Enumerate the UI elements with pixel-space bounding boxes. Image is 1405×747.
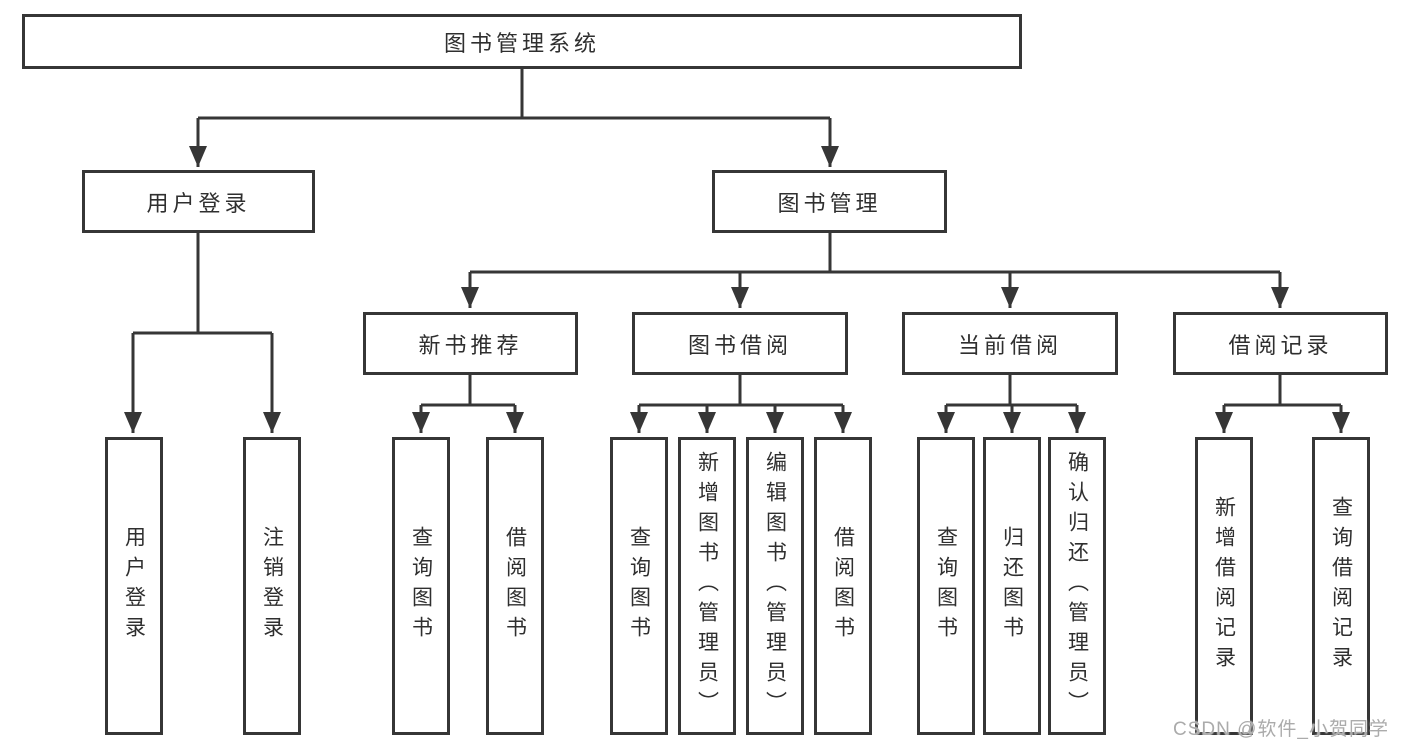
node-user-login-group: 用户登录 (82, 170, 315, 233)
node-current-borrowing-label: 当前借阅 (957, 332, 1062, 358)
node-leaf-query-books-2-label: 查询图书 (627, 526, 651, 646)
connector-arrows (124, 118, 1350, 433)
node-leaf-confirm-return-admin: 确认归还（管理员） (1048, 437, 1106, 735)
node-library-system-label: 图书管理系统 (443, 30, 600, 56)
node-borrowing-records: 借阅记录 (1173, 312, 1388, 375)
node-leaf-query-books-3: 查询图书 (917, 437, 975, 735)
node-leaf-borrow-books-2: 借阅图书 (814, 437, 872, 735)
node-leaf-query-borrow-record: 查询借阅记录 (1312, 437, 1370, 735)
node-book-borrowing: 图书借阅 (632, 312, 848, 375)
node-leaf-user-login-label: 用户登录 (122, 526, 146, 646)
node-leaf-query-borrow-record-label: 查询借阅记录 (1329, 496, 1353, 676)
node-leaf-query-books-3-label: 查询图书 (934, 526, 958, 646)
node-borrowing-records-label: 借阅记录 (1228, 332, 1333, 358)
watermark: CSDN @软件_小贺同学 (1173, 719, 1389, 740)
node-leaf-query-books-2: 查询图书 (610, 437, 668, 735)
node-user-login-group-label: 用户登录 (146, 190, 251, 216)
node-new-book-recommend: 新书推荐 (363, 312, 578, 375)
node-book-borrowing-label: 图书借阅 (687, 332, 792, 358)
node-leaf-add-books-admin-label: 新增图书（管理员） (695, 451, 719, 721)
node-leaf-user-login: 用户登录 (105, 437, 163, 735)
node-leaf-add-books-admin: 新增图书（管理员） (678, 437, 736, 735)
node-leaf-logout: 注销登录 (243, 437, 301, 735)
node-leaf-borrow-books-1: 借阅图书 (486, 437, 544, 735)
node-leaf-query-books-1: 查询图书 (392, 437, 450, 735)
node-leaf-query-books-1-label: 查询图书 (409, 526, 433, 646)
node-leaf-add-borrow-record-label: 新增借阅记录 (1212, 496, 1236, 676)
node-leaf-return-books: 归还图书 (983, 437, 1041, 735)
node-current-borrowing: 当前借阅 (902, 312, 1118, 375)
connector-trunk-lines (133, 69, 1341, 407)
node-leaf-logout-label: 注销登录 (260, 526, 284, 646)
node-leaf-confirm-return-admin-label: 确认归还（管理员） (1065, 451, 1089, 721)
node-new-book-recommend-label: 新书推荐 (418, 332, 523, 358)
node-leaf-return-books-label: 归还图书 (1000, 526, 1024, 646)
node-leaf-edit-books-admin-label: 编辑图书（管理员） (763, 451, 787, 721)
node-leaf-edit-books-admin: 编辑图书（管理员） (746, 437, 804, 735)
node-library-system: 图书管理系统 (22, 14, 1022, 69)
node-book-management: 图书管理 (712, 170, 947, 233)
node-book-management-label: 图书管理 (777, 190, 882, 216)
node-leaf-add-borrow-record: 新增借阅记录 (1195, 437, 1253, 735)
node-leaf-borrow-books-2-label: 借阅图书 (831, 526, 855, 646)
node-leaf-borrow-books-1-label: 借阅图书 (503, 526, 527, 646)
